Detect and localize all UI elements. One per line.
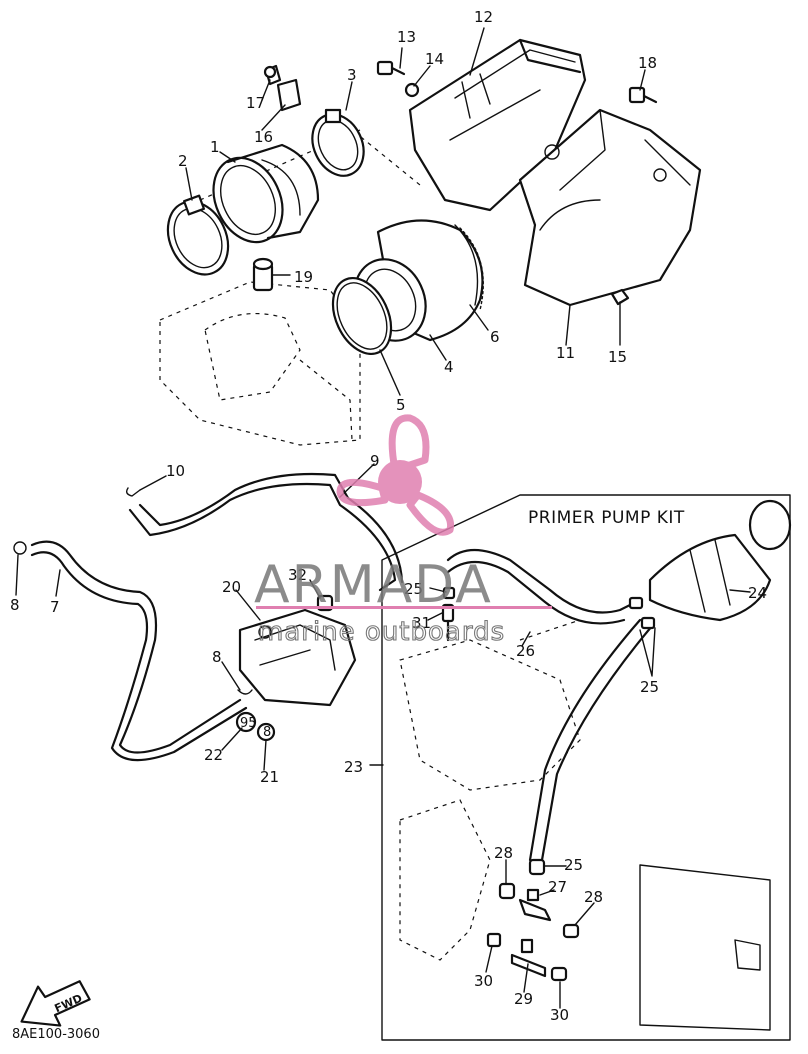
callout-4: 4 <box>444 358 454 376</box>
callout-25-pump: 25 <box>640 678 659 696</box>
clamp-2 <box>166 194 230 276</box>
callout-28-a: 28 <box>494 844 513 862</box>
callout-10: 10 <box>166 462 185 480</box>
fitting-25-lower <box>528 858 546 876</box>
callout-9: 9 <box>370 452 380 470</box>
fitting-25-top <box>442 586 456 600</box>
callout-25-lower: 25 <box>564 856 583 874</box>
callout-11: 11 <box>556 344 575 362</box>
callout-15: 15 <box>608 348 627 366</box>
nut-15 <box>610 288 630 306</box>
hose-25-long <box>528 618 654 862</box>
part-21-marking: 8 <box>263 725 271 740</box>
primer-pump-kit-frame <box>381 494 791 1041</box>
callout-26: 26 <box>516 642 535 660</box>
clamp-3 <box>311 108 365 177</box>
leader-lines <box>15 27 751 1009</box>
clip-8a <box>13 541 27 555</box>
callout-22: 22 <box>204 746 223 764</box>
bolt-13 <box>376 60 406 76</box>
callout-12: 12 <box>474 8 493 26</box>
nut-21: 8 <box>256 722 276 742</box>
callout-2: 2 <box>178 152 188 170</box>
valve-body-20 <box>238 608 357 707</box>
callout-18: 18 <box>638 54 657 72</box>
callout-30-a: 30 <box>474 972 493 990</box>
watermark-underline <box>256 606 552 609</box>
callout-20: 20 <box>222 578 241 596</box>
clip-8b <box>237 689 253 695</box>
intake-joint-1 <box>212 143 320 244</box>
callout-5: 5 <box>396 396 406 414</box>
callout-24: 24 <box>748 584 767 602</box>
callout-8-lower: 8 <box>212 648 222 666</box>
bolt-18 <box>628 86 658 104</box>
callout-25-top: 25 <box>404 580 423 598</box>
callout-21: 21 <box>260 768 279 786</box>
armada-watermark: ARMADA marine outboards <box>254 414 552 648</box>
callout-28-b: 28 <box>584 888 603 906</box>
clip-10 <box>125 487 141 497</box>
callout-30-b: 30 <box>550 1006 569 1024</box>
callout-17: 17 <box>246 94 265 112</box>
propeller-logo-icon <box>336 414 455 536</box>
kit-engine-outline <box>399 619 771 1031</box>
grommet-22: 95 <box>235 711 257 733</box>
watermark-brand: ARMADA <box>254 555 493 615</box>
hose-26 <box>446 549 642 625</box>
clip-30b <box>550 966 568 982</box>
watermark-tagline: marine outboards <box>258 617 505 647</box>
callout-32: 32 <box>288 566 307 584</box>
callout-1: 1 <box>210 138 220 156</box>
callout-13: 13 <box>397 28 416 46</box>
hose-9 <box>128 472 404 592</box>
callout-16: 16 <box>254 128 273 146</box>
callout-labels: 13 12 14 18 3 17 16 2 1 19 6 4 5 11 15 1… <box>10 8 767 1024</box>
callout-8-left: 8 <box>10 596 20 614</box>
kit-title: PRIMER PUMP KIT <box>528 508 685 528</box>
callout-29: 29 <box>514 990 533 1008</box>
callout-27: 27 <box>548 878 567 896</box>
bolt-17 <box>263 64 282 86</box>
clip-28b <box>562 923 580 939</box>
fitting-19 <box>252 257 274 292</box>
callout-31: 31 <box>412 614 431 632</box>
clip-28a <box>498 882 516 900</box>
callout-19: 19 <box>294 268 313 286</box>
silencer-lower-11 <box>518 108 702 307</box>
hose-7 <box>30 540 248 762</box>
washer-14 <box>404 82 420 98</box>
clip-30a <box>486 932 502 948</box>
t-joint-29 <box>510 938 547 978</box>
joint-27 <box>518 888 552 922</box>
callout-14: 14 <box>425 50 444 68</box>
figure-code: 8AE100-3060 <box>12 1027 100 1042</box>
callout-23: 23 <box>344 758 363 776</box>
primer-pump-24 <box>648 499 792 622</box>
callout-7: 7 <box>50 598 60 616</box>
bracket-16 <box>276 78 302 112</box>
fittings-25-pump <box>628 596 656 630</box>
o-ring-5 <box>331 277 393 355</box>
callout-3: 3 <box>347 66 357 84</box>
callout-6: 6 <box>490 328 500 346</box>
part-22-marking: 95 <box>240 716 257 731</box>
forward-arrow-icon: FWD <box>20 980 91 1027</box>
